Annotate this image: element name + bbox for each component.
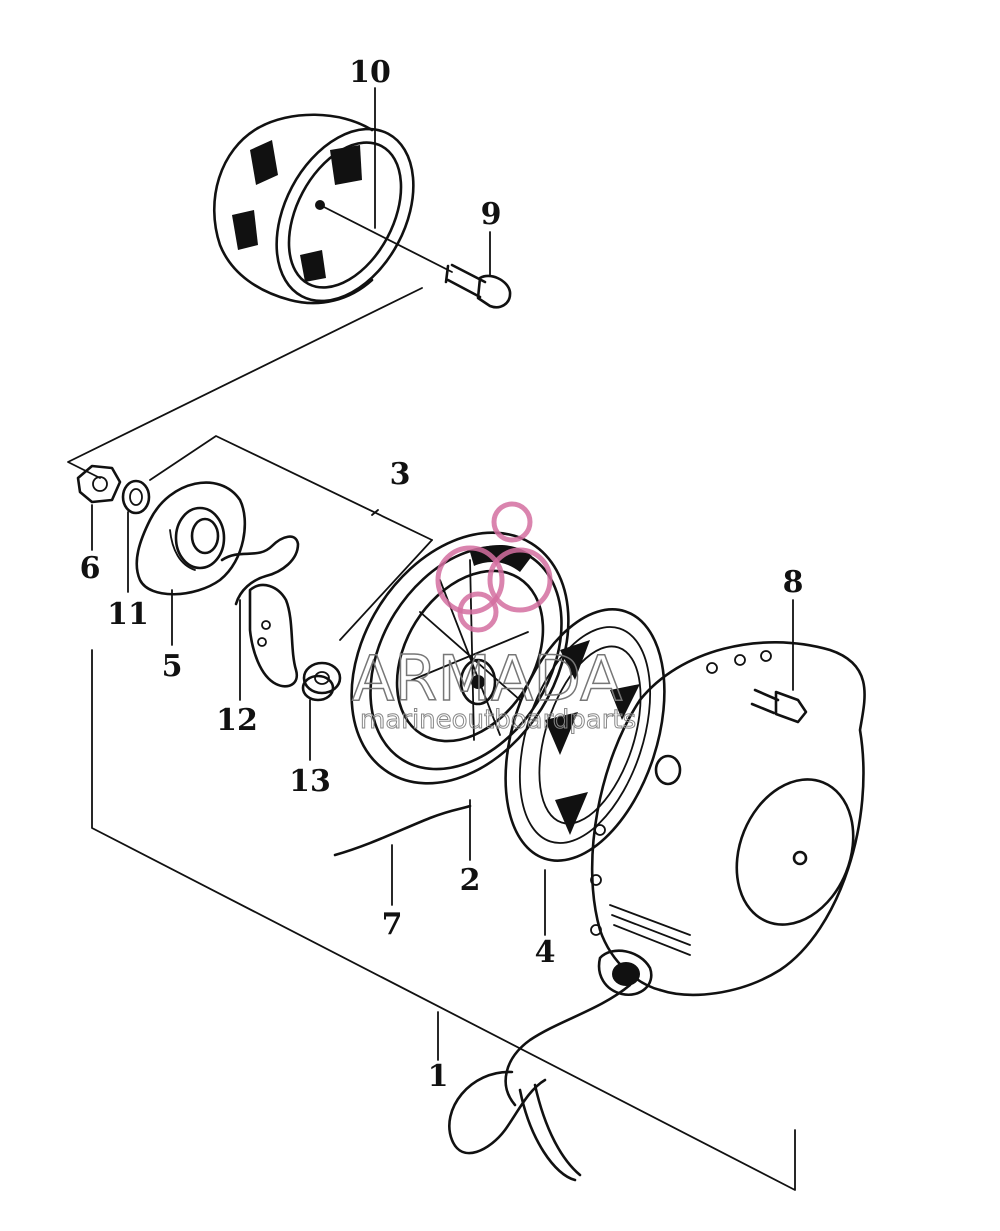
- label-part-5: 5: [162, 649, 183, 684]
- starter-rope-part-7: [333, 804, 472, 906]
- label-part-3: 3: [390, 457, 411, 492]
- starter-case-part-1: [437, 641, 866, 1182]
- pawl-plate-part-5: [135, 481, 247, 646]
- nut-part-6: [76, 464, 122, 551]
- label-part-1: 1: [428, 1059, 449, 1094]
- rope-reel-part-2: [350, 531, 570, 861]
- label-part-8: 8: [783, 565, 804, 600]
- watermark-logo: ARMADA marineoutboardparts: [351, 501, 637, 736]
- recoil-spring-part-4: [504, 608, 666, 936]
- label-part-2: 2: [460, 863, 481, 898]
- label-part-13: 13: [289, 764, 331, 799]
- watermark-tagline-text: marineoutboardparts: [360, 705, 636, 735]
- pawl-spring-part-12: [220, 535, 300, 701]
- label-part-11: 11: [107, 597, 149, 632]
- label-part-9: 9: [481, 197, 502, 232]
- label-part-7: 7: [382, 907, 403, 942]
- label-part-6: 6: [80, 551, 101, 586]
- screw-part-8: [750, 599, 808, 724]
- starter-cup-part-10: [212, 113, 415, 305]
- spring-part-13: [301, 661, 342, 761]
- washer-part-11: [121, 479, 151, 593]
- label-part-10: 10: [349, 55, 391, 90]
- label-part-12: 12: [216, 703, 258, 738]
- watermark-brand-text: ARMADA: [352, 642, 622, 715]
- bolt-part-9: [319, 87, 512, 309]
- label-part-4: 4: [535, 935, 556, 970]
- assembly-frame-lines: [67, 287, 796, 1191]
